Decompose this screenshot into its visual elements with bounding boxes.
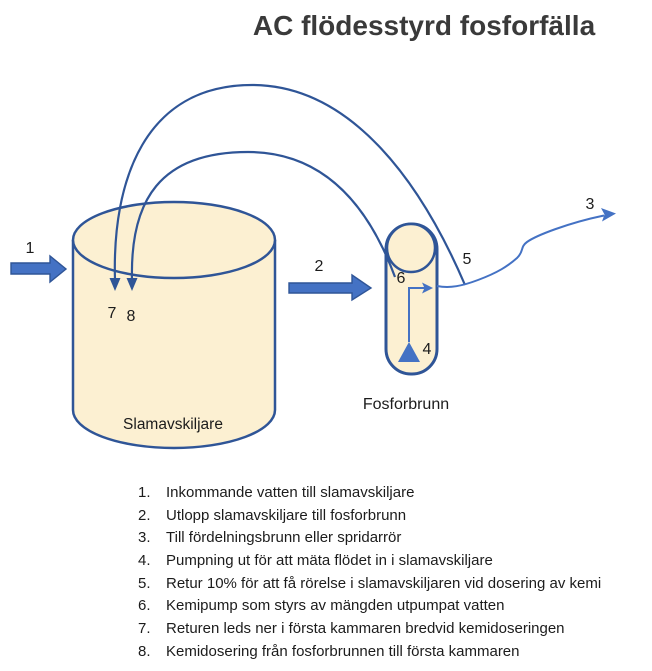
legend-num: 2. xyxy=(138,506,151,524)
outlet-block-arrow xyxy=(288,273,373,302)
legend-num: 8. xyxy=(138,642,151,660)
legend-text: Retur 10% för att få rörelse i slamavski… xyxy=(166,574,602,592)
point-label-2: 2 xyxy=(315,258,324,275)
legend-num: 7. xyxy=(138,619,151,637)
point-label-3: 3 xyxy=(586,196,595,213)
well-label: Fosforbrunn xyxy=(363,396,449,413)
point-label-5: 5 xyxy=(463,251,472,268)
legend-item-4: 4. Pumpning ut för att mäta flödet in i s… xyxy=(138,550,643,573)
legend-item-5: 5. Retur 10% för att få rörelse i slamavs… xyxy=(138,573,643,596)
arrow-7-head xyxy=(109,278,121,291)
legend-text: Kemidosering från fosforbrunnen till för… xyxy=(166,642,520,660)
dosing-arc-line xyxy=(130,150,397,281)
legend-text: Utlopp slamavskiljare till fosforbrunn xyxy=(166,506,407,524)
pump-arrow-head xyxy=(422,282,433,294)
point-label-6: 6 xyxy=(397,270,406,287)
arrow-8-head xyxy=(126,278,138,291)
point-label-8: 8 xyxy=(127,308,136,325)
legend-num: 4. xyxy=(138,551,151,569)
legend-text: Inkommande vatten till slamavskiljare xyxy=(166,484,415,501)
outlet-curve-line xyxy=(436,214,605,288)
legend-text: Kemipump som styrs av mängden utpumpat v… xyxy=(166,597,505,615)
tank-label: Slamavskiljare xyxy=(123,416,223,433)
legend-num: 1. xyxy=(138,484,151,501)
point-label-7: 7 xyxy=(108,305,117,322)
inlet-block-arrow xyxy=(10,254,68,284)
point-label-1: 1 xyxy=(26,240,35,257)
legend-item-7: 7. Returen leds ner i första kammaren bre… xyxy=(138,618,643,641)
legend-item-1: 1. Inkommande vatten till slamavskiljare xyxy=(138,482,643,505)
legend-item-6: 6. Kemipump som styrs av mängden utpumpat… xyxy=(138,595,643,618)
legend-list: 1.Inkommande vatten till slamavskiljare … xyxy=(138,482,643,663)
well-float-circle xyxy=(385,222,437,274)
tank-top-rim xyxy=(71,200,277,280)
legend-text: Pumpning ut för att mäta flödet in i sla… xyxy=(166,551,493,569)
legend-num: 5. xyxy=(138,574,151,592)
page-title: AC flödesstyrd fosforfälla xyxy=(252,10,596,41)
legend-num: 3. xyxy=(138,529,151,547)
arrow-3-head xyxy=(601,208,616,222)
point-label-4: 4 xyxy=(423,341,432,358)
legend-num: 6. xyxy=(138,597,151,615)
pump-line xyxy=(408,287,425,342)
pump-triangle xyxy=(398,342,420,362)
legend-text: Returen leds ner i första kammaren bredv… xyxy=(166,619,565,637)
return-arc-line xyxy=(113,83,467,286)
legend-item-3: 3. Till fördelningsbrunn eller spridarrör xyxy=(138,527,643,550)
legend-item-8: 8. Kemidosering från fosforbrunnen till f… xyxy=(138,641,643,664)
slamavskiljare-tank: Slamavskiljare xyxy=(71,200,277,450)
legend-text: Till fördelningsbrunn eller spridarrör xyxy=(166,529,402,547)
fosforbrunn-well: Fosforbrunn xyxy=(363,222,449,413)
tank-body xyxy=(71,240,277,450)
legend-item-2: 2. Utlopp slamavskiljare till fosforbrunn xyxy=(138,505,643,528)
